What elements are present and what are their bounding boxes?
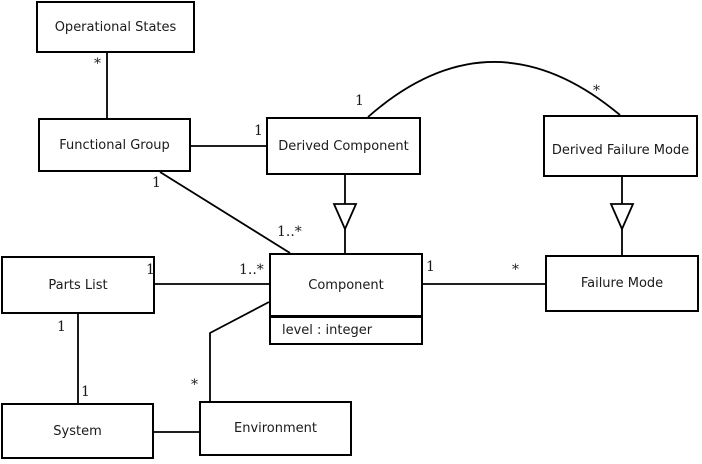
class-name: Functional Group: [59, 137, 170, 153]
class-box-system[interactable]: System: [1, 403, 154, 459]
association-derived-component-derived-failure-mode-arc[interactable]: [367, 61, 621, 118]
generalization-arrowhead-icon: [332, 203, 358, 232]
multiplicity-label: 1..*: [277, 224, 302, 240]
multiplicity-label: 1: [152, 175, 161, 191]
class-name: Derived Component: [278, 138, 409, 154]
multiplicity-label: 1: [355, 93, 364, 109]
class-name: Environment: [233, 421, 317, 436]
class-name-compartment: Component: [271, 255, 421, 318]
class-box-component[interactable]: Component level : integer: [269, 253, 423, 345]
class-name: Parts List: [48, 277, 108, 293]
multiplicity-label: *: [191, 377, 198, 393]
association-environment-component[interactable]: [209, 301, 270, 401]
multiplicity-label: 1..*: [239, 262, 264, 278]
class-box-derived-failure-mode[interactable]: Derived Failure Mode: [543, 115, 698, 177]
multiplicity-label: 1: [146, 262, 155, 278]
class-box-functional-group[interactable]: Functional Group: [38, 118, 191, 172]
multiplicity-label: *: [94, 56, 101, 72]
class-name: System: [53, 423, 102, 439]
class-name: Operational States: [54, 19, 177, 35]
association-functional-group-component[interactable]: [159, 171, 291, 254]
class-box-operational-states[interactable]: Operational States: [36, 1, 195, 53]
class-box-derived-component[interactable]: Derived Component: [266, 117, 421, 175]
multiplicity-label: 1: [426, 259, 435, 275]
class-attribute: level : integer: [282, 323, 373, 338]
class-name: Failure Mode: [580, 276, 664, 291]
multiplicity-label: 1: [57, 319, 66, 335]
class-box-environment[interactable]: Environment: [199, 401, 352, 456]
class-name: Component: [308, 277, 384, 293]
class-box-failure-mode[interactable]: Failure Mode: [545, 255, 699, 312]
multiplicity-label: *: [593, 83, 600, 99]
multiplicity-label: 1: [81, 384, 90, 400]
generalization-arrowhead-icon: [609, 203, 635, 232]
multiplicity-label: 1: [254, 123, 263, 139]
class-name: Derived Failure Mode: [551, 142, 690, 158]
multiplicity-label: *: [512, 262, 519, 278]
class-attribute-compartment[interactable]: level : integer: [271, 318, 421, 343]
class-box-parts-list[interactable]: Parts List: [1, 256, 155, 314]
